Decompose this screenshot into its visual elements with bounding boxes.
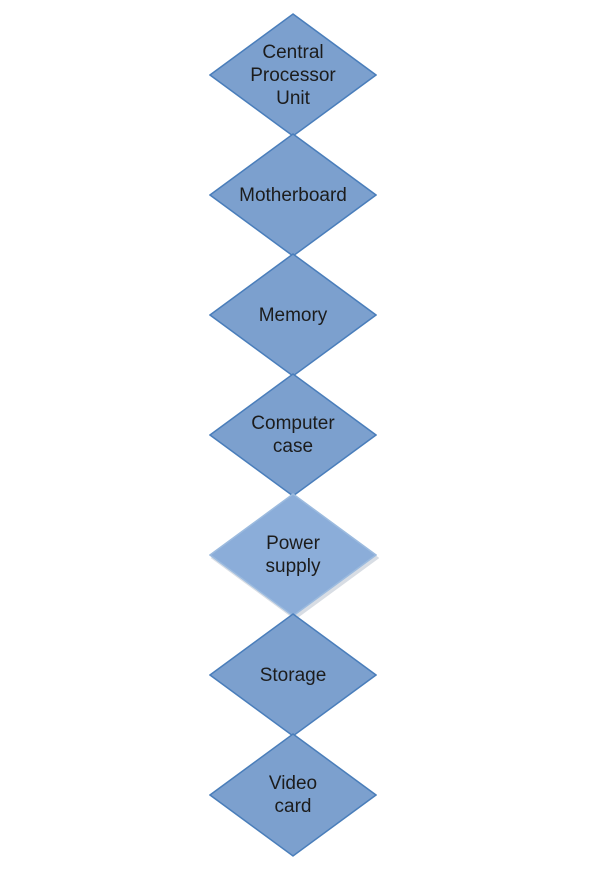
diamond-polygon bbox=[209, 613, 377, 737]
diamond-polygon bbox=[209, 733, 377, 857]
diamond-shape bbox=[209, 373, 377, 497]
diamond-polygon bbox=[209, 13, 377, 137]
diamond-node-power-supply[interactable]: Power supply bbox=[209, 493, 377, 617]
diamond-shape bbox=[209, 253, 377, 377]
diamond-polygon bbox=[209, 133, 377, 257]
diamond-node-video-card[interactable]: Video card bbox=[209, 733, 377, 857]
diamond-shape bbox=[209, 13, 377, 137]
diamond-polygon bbox=[209, 373, 377, 497]
diamond-node-computer-case[interactable]: Computer case bbox=[209, 373, 377, 497]
diamond-shape bbox=[209, 133, 377, 257]
diamond-shape bbox=[209, 733, 377, 857]
diamond-node-motherboard[interactable]: Motherboard bbox=[209, 133, 377, 257]
diamond-node-storage[interactable]: Storage bbox=[209, 613, 377, 737]
diamond-polygon bbox=[209, 253, 377, 377]
diamond-node-central-processor-unit[interactable]: Central Processor Unit bbox=[209, 13, 377, 137]
diamond-shape bbox=[209, 613, 377, 737]
diamond-polygon bbox=[209, 493, 377, 617]
diamond-node-memory[interactable]: Memory bbox=[209, 253, 377, 377]
diamond-shape bbox=[209, 493, 377, 617]
